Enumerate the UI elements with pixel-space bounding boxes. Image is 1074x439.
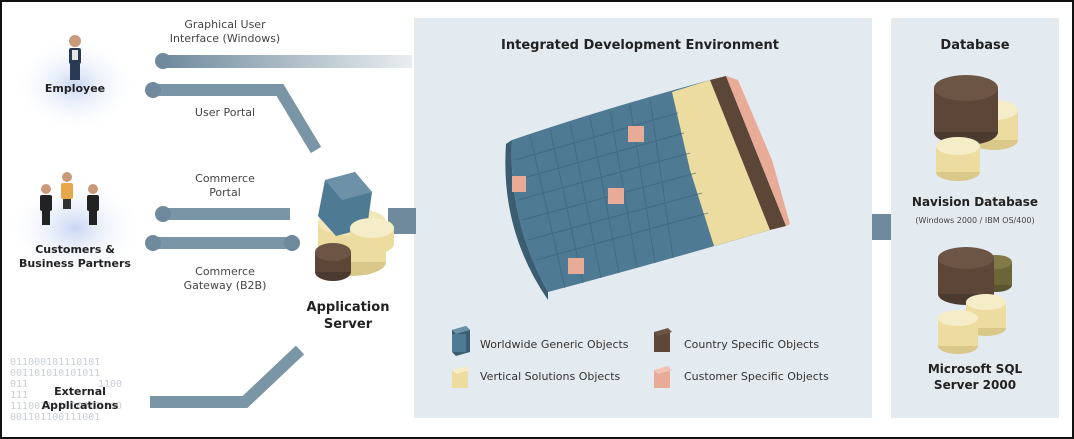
- commerce-portal-pipe: [162, 208, 290, 220]
- legend-swatch-country: [654, 328, 672, 352]
- user-portal-pipe: [152, 84, 322, 154]
- commerce-gateway-label-line1: Commerce: [195, 265, 255, 278]
- ide-db-link: [872, 214, 891, 240]
- database-title: Database: [940, 38, 1010, 53]
- commerce-gateway-label-line2: Gateway (B2B): [183, 279, 267, 292]
- customers-label-line1: Customers &: [35, 243, 115, 256]
- customers-label-line2: Business Partners: [19, 257, 131, 270]
- binary-decoration: 011000101110101 001101010101011 011 111 …: [10, 357, 101, 423]
- legend-country-label: Country Specific Objects: [684, 338, 820, 351]
- binary-fragment-2: 1100: [98, 401, 123, 412]
- legend-customer-label: Customer Specific Objects: [684, 370, 829, 383]
- legend-swatch-worldwide: [452, 326, 470, 356]
- sql-db-graphic: [938, 247, 1012, 354]
- commerce-gateway-pipe: [152, 237, 294, 249]
- sql-db-label-line2: Server 2000: [933, 378, 1017, 392]
- external-pipe: [150, 345, 305, 408]
- gui-pipe: [162, 55, 412, 68]
- legend-swatch-customer: [654, 366, 672, 388]
- binary-fragment-1: 1100: [98, 379, 123, 390]
- customers-figures: [40, 172, 99, 225]
- external-label-line2: Applications: [41, 399, 119, 412]
- user-portal-pipe-cap: [145, 82, 161, 98]
- commerce-gateway-pipe-end: [284, 235, 300, 251]
- navision-db-subtitle: (Windows 2000 / IBM OS/400): [915, 216, 1035, 225]
- sql-db-label-line1: Microsoft SQL: [927, 362, 1023, 376]
- application-server-graphic: [315, 172, 394, 281]
- navision-db-graphic: [934, 75, 1018, 181]
- connector-pipes: [145, 53, 891, 408]
- gui-label-line2: Interface (Windows): [169, 32, 281, 45]
- legend-worldwide-label: Worldwide Generic Objects: [480, 338, 629, 351]
- commerce-portal-pipe-cap: [155, 206, 171, 222]
- app-server-label-line2: Server: [323, 317, 373, 332]
- employee-glow: [13, 37, 137, 133]
- commerce-portal-label-line2: Portal: [209, 186, 241, 199]
- external-label-line1: External: [54, 385, 106, 398]
- legend-swatch-vertical: [452, 366, 470, 388]
- employee-figure: [69, 35, 81, 80]
- commerce-portal-label-line1: Commerce: [195, 172, 255, 185]
- gui-pipe-cap: [155, 53, 171, 69]
- ide-title: Integrated Development Environment: [501, 38, 779, 53]
- user-portal-label: User Portal: [194, 106, 256, 119]
- gui-label-line1: Graphical User: [184, 18, 266, 31]
- legend-swatches: [452, 326, 672, 388]
- ide-object-grid: [505, 76, 790, 300]
- legend-vertical-label: Vertical Solutions Objects: [480, 370, 621, 383]
- commerce-gateway-pipe-cap: [145, 235, 161, 251]
- app-server-label-line1: Application: [306, 300, 390, 315]
- navision-db-title: Navision Database: [911, 195, 1039, 209]
- employee-label: Employee: [44, 82, 106, 95]
